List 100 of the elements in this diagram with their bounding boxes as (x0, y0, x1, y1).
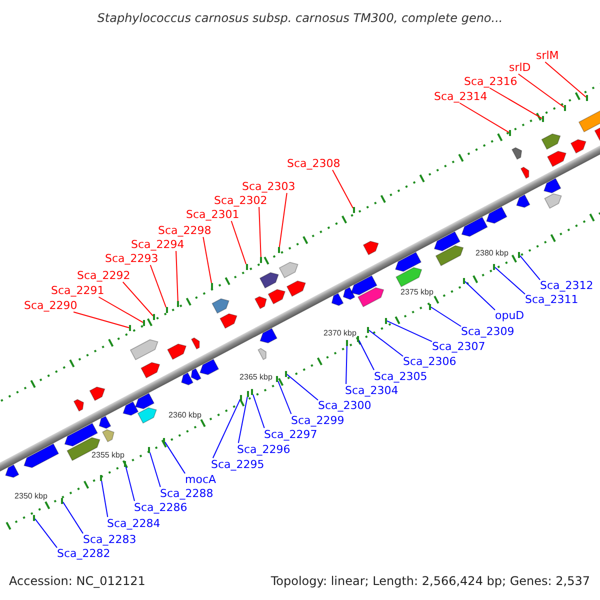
leader-line (62, 502, 84, 534)
tick-mark (346, 340, 348, 346)
leader-line (386, 320, 432, 342)
gene-label: Sca_2306 (403, 355, 456, 368)
leader-line (332, 170, 354, 209)
leader-line (212, 399, 240, 458)
scale-label: 2355 kbp (92, 450, 124, 460)
tick-mark (586, 95, 588, 101)
tick-mark (246, 264, 248, 270)
tick-mark (124, 460, 126, 466)
scale-label: 2365 kbp (240, 372, 272, 382)
tick-mark (33, 514, 35, 520)
gene-label: Sca_2296 (237, 443, 290, 456)
gene-label: Sca_2295 (211, 458, 264, 471)
leader-line (520, 255, 540, 280)
gene-label: Sca_2284 (107, 517, 160, 530)
gene-label: Sca_2304 (345, 384, 398, 397)
tick-mark (163, 438, 165, 444)
leader-line (258, 206, 262, 258)
scale-label: 2350 kbp (14, 492, 48, 500)
gene-label: Sca_2288 (160, 487, 214, 500)
leader-line (464, 280, 496, 311)
gene-label: srlD (509, 61, 531, 74)
leader-line (368, 330, 404, 357)
gene-label: Sca_2299 (291, 414, 344, 427)
leader-line (278, 192, 288, 248)
gene-label: Sca_2294 (131, 238, 184, 251)
leader-line (238, 396, 248, 444)
tick-mark (166, 307, 168, 313)
leader-line (230, 220, 246, 265)
leader-line (459, 102, 510, 133)
tick-mark (493, 264, 495, 270)
leader-line (101, 480, 108, 518)
gene-label: Sca_2283 (83, 533, 136, 546)
tick-mark (177, 301, 179, 307)
gene-label: Sca_2282 (57, 547, 110, 560)
gene-label: Sca_2293 (105, 252, 158, 265)
tick-mark (260, 257, 262, 263)
gene-label: Sca_2305 (374, 370, 428, 383)
footer-text: Topology: linear; Length: 2,566,424 bp; Genes: 2,537 (270, 574, 590, 589)
gene-label: Sca_2316 (464, 75, 518, 88)
gene-label: Sca_2303 (242, 180, 296, 193)
gene-label: Sca_2291 (51, 284, 104, 297)
tick-mark (509, 130, 511, 136)
tick-mark (353, 207, 355, 213)
leader-line (278, 380, 292, 414)
leader-line (149, 452, 161, 488)
leader-line (494, 266, 526, 295)
gene-label: Sca_2308 (287, 157, 340, 170)
leader-line (518, 74, 564, 108)
tick-mark (61, 498, 63, 504)
gene-label: mocA (185, 473, 216, 486)
gene-label: Sca_2312 (540, 279, 594, 292)
leader-line (98, 296, 144, 323)
gene-label: Sca_2298 (158, 224, 212, 237)
tick-mark (285, 370, 287, 376)
leader-line (34, 518, 58, 548)
tick-mark (564, 105, 566, 111)
tick-mark (518, 252, 520, 258)
gene-label: Sca_2300 (318, 399, 372, 412)
leader-line (202, 236, 212, 284)
scale-label: 2380 kbp (476, 248, 508, 258)
tick-mark (385, 318, 387, 324)
leader-line (252, 394, 265, 428)
tick-mark (129, 325, 131, 331)
tick-mark (357, 336, 359, 342)
gene-label: Sca_2314 (434, 90, 488, 103)
tick-mark (429, 304, 431, 310)
tick-mark (240, 394, 242, 400)
gene-label: opuD (495, 309, 524, 322)
tick-mark (148, 446, 150, 452)
leader-line (544, 62, 586, 98)
gene-label: Sca_2311 (525, 293, 578, 306)
tick-mark (100, 474, 102, 480)
tick-mark (367, 326, 369, 332)
scale-label: 2360 kbp (168, 410, 202, 420)
tick-mark (153, 314, 155, 320)
gene-label: Sca_2290 (24, 299, 78, 312)
leader-line (358, 340, 374, 371)
leader-line (176, 250, 178, 302)
gene-label: Sca_2307 (432, 340, 486, 353)
gene-label: Sca_2301 (186, 208, 240, 221)
tick-mark (276, 376, 278, 382)
leader-line (125, 466, 135, 502)
chart-title: Staphylococcus carnosus subsp. carnosus TM300, complete geno... (97, 11, 503, 25)
scale-label: 2375 kbp (400, 288, 434, 296)
tick-mark (143, 320, 145, 326)
tick-mark (251, 388, 253, 394)
gene-label: Sca_2309 (461, 325, 514, 338)
leader-line (164, 442, 186, 474)
footer-text: Accession: NC_012121 (9, 574, 146, 589)
leader-line (430, 306, 462, 327)
scale-label: 2370 kbp (324, 328, 356, 338)
tick-mark (211, 283, 213, 289)
gene-label: srlM (536, 49, 559, 62)
leader-line (73, 312, 130, 328)
tick-mark (247, 390, 249, 396)
leader-line (286, 374, 318, 401)
tick-mark (463, 278, 465, 284)
leader-line (150, 264, 166, 308)
